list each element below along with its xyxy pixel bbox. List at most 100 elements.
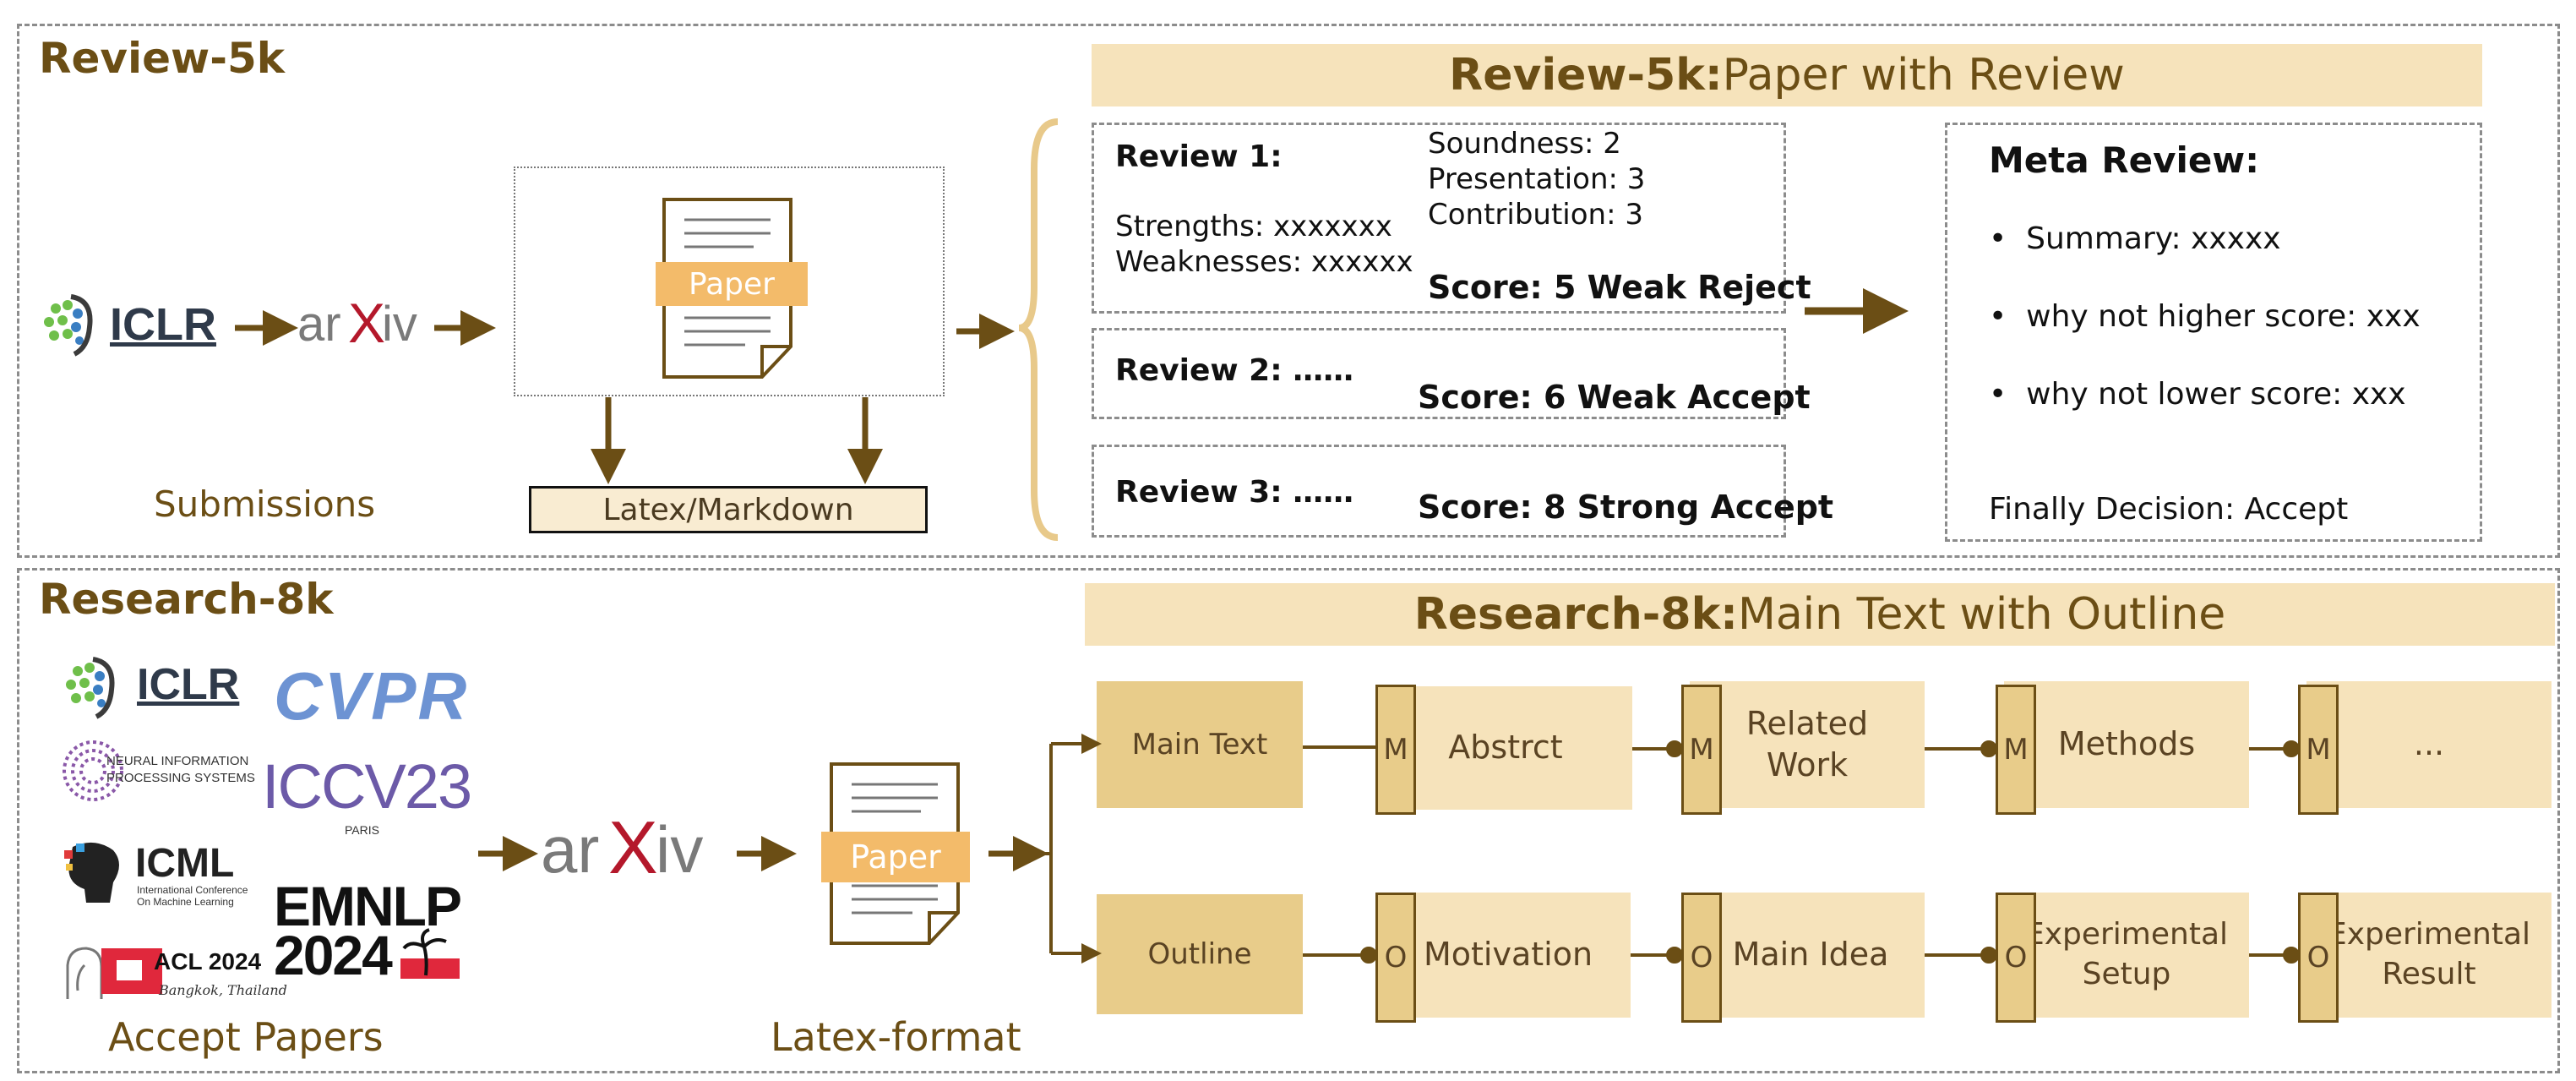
meta-item-3-text: why not lower score: xxx	[2026, 377, 2406, 412]
meta-item-2: • why not higher score: xxx	[1989, 299, 2421, 334]
review-1-strengths: Strengths: xxxxxxx	[1115, 210, 1392, 243]
review-1-soundness: Soundness: 2	[1428, 127, 1621, 161]
review-section-title: Review-5k	[39, 34, 286, 83]
cvpr-logo: CVPR	[274, 658, 469, 734]
o-tag-1: O	[1375, 893, 1416, 1023]
chip-main-idea: Main Idea	[1696, 893, 1925, 1018]
iclr-logo-bottom: ICLR	[61, 656, 255, 720]
arxiv-logo-bottom-x: X	[608, 805, 658, 889]
latex-format-label: Latex-format	[771, 1014, 1021, 1060]
research-banner-rest: Main Text with Outline	[1737, 589, 2226, 640]
chip-more: ...	[2306, 681, 2551, 808]
m-tag-2: M	[1681, 685, 1722, 815]
review-2-box	[1092, 328, 1786, 419]
review-1-weaknesses: Weaknesses: xxxxxx	[1115, 245, 1413, 279]
review-1-box	[1092, 123, 1786, 314]
m-tag-3: M	[1996, 685, 2036, 815]
review-1-score: Score: 5 Weak Reject	[1428, 269, 1811, 306]
meta-review-box	[1945, 123, 2482, 542]
review-2-score-value: 6 Weak Accept	[1532, 379, 1811, 416]
icml-head-icon	[64, 842, 119, 903]
iclr-logo: ICLR	[37, 292, 231, 359]
chip-methods: Methods	[2004, 681, 2249, 808]
review-3-box	[1092, 445, 1786, 538]
emnlp-logo-year: 2024	[274, 924, 393, 986]
accept-papers-label: Accept Papers	[108, 1014, 384, 1060]
meta-item-1: • Summary: xxxxx	[1989, 221, 2281, 256]
iccv-logo: ICCV23 PARIS	[262, 751, 472, 844]
review-1-score-label: Score:	[1428, 269, 1543, 306]
paper-label-bottom: Paper	[821, 832, 970, 882]
review-2-score: Score: 6 Weak Accept	[1418, 379, 1811, 416]
review-1-contribution: Contribution: 3	[1428, 198, 1643, 232]
review-section-frame	[17, 24, 2560, 558]
arxiv-logo-part1: ar	[297, 297, 341, 352]
research-section-title: Research-8k	[39, 575, 334, 624]
review-3-score: Score: 8 Strong Accept	[1418, 489, 1833, 526]
acl-logo: ACL 2024 Bangkok, Thailand	[59, 940, 287, 1007]
research-banner-bold: Research-8k:	[1413, 589, 1738, 640]
iclr-logo-text: ICLR	[110, 299, 216, 350]
iclr-logo-bottom-text: ICLR	[137, 660, 240, 709]
palm-tree-icon	[400, 928, 460, 979]
paper-frame	[514, 167, 945, 396]
meta-decision: Finally Decision: Accept	[1989, 492, 2349, 527]
icml-logo-text: ICML	[135, 841, 235, 886]
arxiv-logo-part2: iv	[382, 297, 417, 352]
elephant-icon	[66, 947, 103, 999]
chip-abstract: Abstrct	[1379, 686, 1632, 810]
main-text-box: Main Text	[1097, 681, 1303, 808]
arxiv-logo-bottom-part1: ar	[541, 812, 600, 887]
iccv-logo-text: ICCV23	[262, 751, 472, 822]
review-2-title: Review 2: ……	[1115, 353, 1354, 388]
meta-item-3: • why not lower score: xxx	[1989, 377, 2406, 412]
iclr-brain-icon	[44, 294, 93, 357]
chip-motivation: Motivation	[1386, 893, 1631, 1018]
o-tag-4: O	[2298, 893, 2339, 1023]
review-banner-bold: Review-5k:	[1449, 50, 1723, 101]
research-section-frame	[17, 568, 2560, 1073]
review-1-score-value: 5 Weak Reject	[1542, 269, 1811, 306]
latex-markdown-box: Latex/Markdown	[529, 486, 928, 533]
meta-item-1-text: Summary: xxxxx	[2026, 221, 2281, 256]
chip-experimental-result: Experimental Result	[2306, 893, 2551, 1018]
arxiv-logo-bottom: ar X iv	[541, 805, 727, 896]
neurips-swirl-icon	[63, 740, 123, 801]
arxiv-logo-bottom-part2: iv	[656, 812, 704, 887]
meta-item-2-text: why not higher score: xxx	[2026, 299, 2421, 334]
review-3-score-value: 8 Strong Accept	[1532, 489, 1834, 526]
neurips-logo: NEURAL INFORMATION PROCESSING SYSTEMS	[61, 737, 255, 805]
icml-logo-sub-1: International Conference	[137, 884, 248, 896]
review-banner: Review-5k: Paper with Review	[1092, 44, 2482, 106]
acl-logo-text: ACL 2024	[154, 948, 262, 975]
arxiv-logo: ar X iv	[297, 292, 441, 357]
iccv-logo-sub: PARIS	[345, 823, 379, 837]
neurips-text-2: PROCESSING SYSTEMS	[106, 771, 255, 785]
review-3-score-label: Score:	[1418, 489, 1533, 526]
curly-brace	[1018, 118, 1059, 541]
emnlp-logo: EMNLP 2024	[274, 874, 468, 986]
acl-white-square	[117, 960, 142, 980]
icml-logo-sub-2: On Machine Learning	[137, 896, 234, 908]
chip-related-work: Related Work	[1690, 681, 1925, 808]
meta-review-title: Meta Review:	[1989, 139, 2260, 181]
submissions-label: Submissions	[154, 483, 376, 525]
arxiv-logo-x: X	[348, 292, 386, 354]
chip-experimental-setup: Experimental Setup	[2004, 893, 2249, 1018]
review-1-title: Review 1:	[1115, 139, 1283, 174]
review-2-score-label: Score:	[1418, 379, 1533, 416]
icml-logo: ICML International Conference On Machine…	[61, 838, 264, 909]
review-banner-rest: Paper with Review	[1722, 50, 2125, 101]
research-banner: Research-8k: Main Text with Outline	[1085, 583, 2555, 646]
review-3-title: Review 3: ……	[1115, 475, 1354, 510]
iclr-brain-icon-bottom	[66, 657, 115, 719]
review-1-presentation: Presentation: 3	[1428, 162, 1646, 196]
paper-label-top: Paper	[656, 262, 808, 306]
emnlp-logo-text: EMNLP	[274, 875, 462, 937]
acl-logo-sub: Bangkok, Thailand	[159, 982, 287, 998]
m-tag-1: M	[1375, 685, 1416, 815]
o-tag-2: O	[1681, 893, 1722, 1023]
neurips-text-1: NEURAL INFORMATION	[106, 754, 249, 768]
o-tag-3: O	[1996, 893, 2036, 1023]
